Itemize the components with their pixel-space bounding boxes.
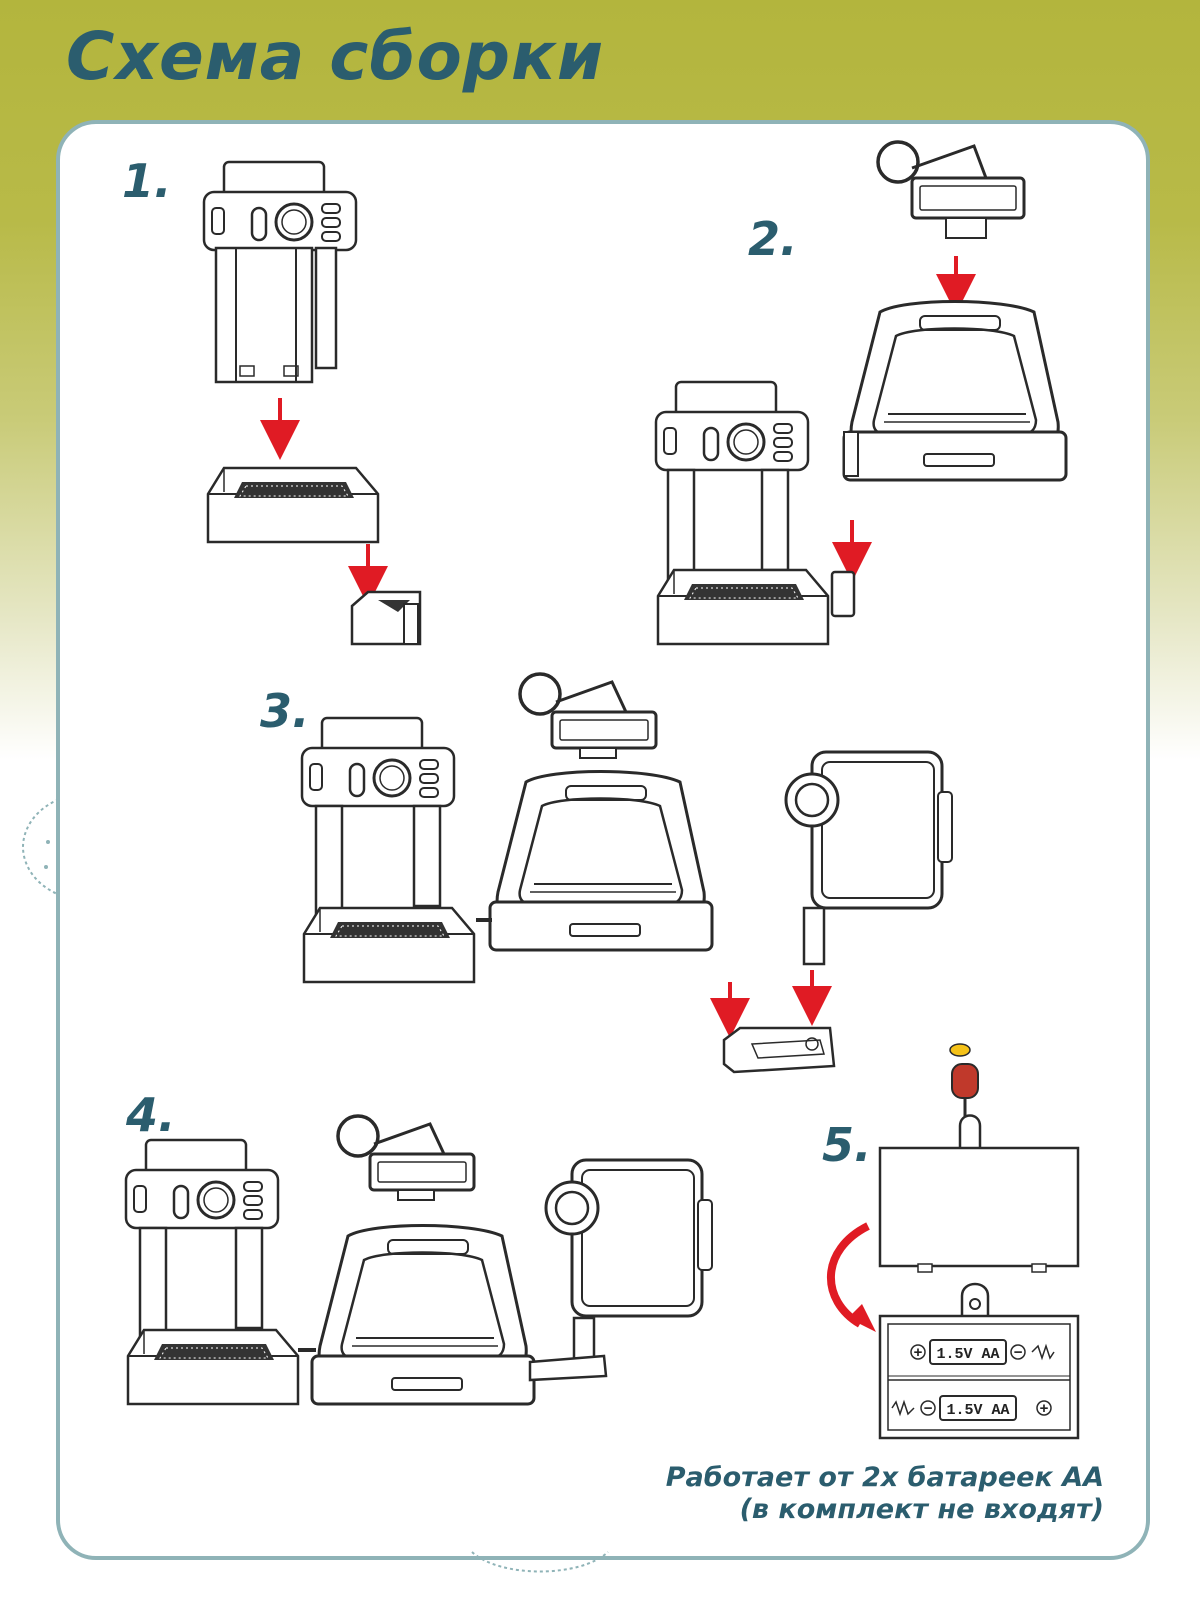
battery-note: Работает от 2х батареек АА (в комплект н… xyxy=(666,1462,1104,1526)
svg-text:+: + xyxy=(913,1345,922,1362)
step2-diagram xyxy=(654,140,1068,646)
svg-text:−: − xyxy=(1013,1345,1022,1362)
step-number-4: 4. xyxy=(126,1088,176,1142)
step1-diagram xyxy=(202,160,422,646)
step3-diagram xyxy=(300,672,954,1074)
battery-cell-top-label: 1.5V AA xyxy=(936,1346,999,1363)
battery-note-line2: (в комплект не входят) xyxy=(739,1494,1104,1525)
battery-note-line1: Работает от 2х батареек АА xyxy=(665,1462,1104,1493)
svg-text:+: + xyxy=(1039,1401,1048,1418)
step5-diagram: + 1.5V AA − − 1.5V AA + xyxy=(826,1043,1080,1440)
decorative-curve-icon xyxy=(471,1551,609,1573)
step4-diagram xyxy=(124,1114,714,1406)
page-title: Схема сборки xyxy=(66,18,605,95)
step-number-3: 3. xyxy=(260,684,310,738)
svg-text:−: − xyxy=(923,1401,932,1418)
step-number-5: 5. xyxy=(822,1118,872,1172)
step-number-2: 2. xyxy=(748,212,798,266)
step-number-1: 1. xyxy=(122,154,172,208)
battery-cell-bottom-label: 1.5V AA xyxy=(946,1402,1009,1419)
